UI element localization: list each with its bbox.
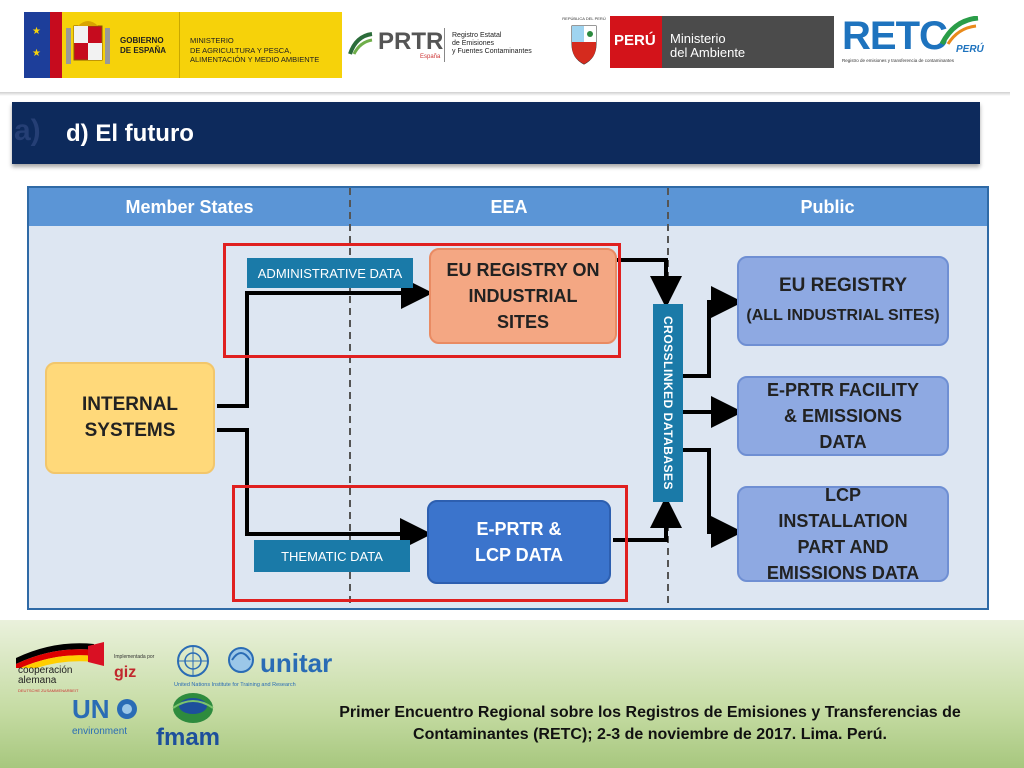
prtr-title: PRTR <box>378 28 444 55</box>
retc-desc: Registro de emisiones y transferencia de… <box>842 58 955 63</box>
del-ambiente-label: del Ambiente <box>670 45 746 60</box>
eu-registry-industrial-box: EU REGISTRY ON INDUSTRIAL SITES <box>429 248 617 344</box>
implementada-label: Implementada por <box>114 654 155 660</box>
highlight-eprtr-lcp <box>232 485 628 602</box>
internal-systems-box: INTERNAL SYSTEMS <box>45 362 215 474</box>
cooperacion-label: cooperación <box>18 665 73 676</box>
escudo-label: REPÚBLICA DEL PERÚ <box>562 16 606 21</box>
footer-event-text: Primer Encuentro Regional sobre los Regi… <box>290 702 1010 746</box>
footer-band <box>0 620 1024 768</box>
giz-logo: Implementada por giz <box>114 654 174 688</box>
germany-flag-icon <box>16 642 104 668</box>
title-ghost-letter: a) <box>14 114 41 147</box>
eu-stars-icon: ★ ★ <box>32 26 41 59</box>
highlight-eu-registry <box>223 243 621 358</box>
arrow-eu-registry-to-crosslinked <box>617 258 682 308</box>
ministerio-ambiente-label: Ministerio <box>670 31 726 46</box>
fmam-logo: fmam <box>156 690 232 752</box>
unitar-label: unitar <box>260 648 333 678</box>
eu-flag-icon: ★ ★ <box>24 12 50 78</box>
giz-label: giz <box>114 664 137 681</box>
arrow-internal-to-eu-registry <box>217 277 433 408</box>
retc-peru-logo: RETC PERÚ Registro de emisiones y transf… <box>840 14 990 70</box>
environment-label: environment <box>72 726 128 737</box>
fmam-globe-icon <box>172 693 214 723</box>
footer-text-line-2: Contaminantes (RETC); 2-3 de noviembre d… <box>413 726 887 743</box>
arrow-eprtr-to-crosslinked <box>613 496 682 542</box>
flow-connectors <box>217 188 743 608</box>
data-flow-diagram: Member States EEA Public INTERNAL SYSTEM… <box>27 186 989 610</box>
peru-label: PERÚ <box>614 32 656 49</box>
lcp-installation-box: LCP INSTALLATION PART AND EMISSIONS DATA <box>737 485 949 583</box>
column-header-member-states: Member States <box>29 188 350 226</box>
arrow-crosslinked-to-eu-registry <box>683 286 743 378</box>
prtr-desc-1: Registro Estatal <box>452 32 502 39</box>
unitar-logo: unitar United Nations Institute for Trai… <box>174 642 344 692</box>
un-environment-globe-icon <box>117 699 137 719</box>
footer-text-line-1: Primer Encuentro Regional sobre los Regi… <box>339 704 961 721</box>
page-title: d) El futuro <box>66 120 194 147</box>
eu-registry-title: EU REGISTRY <box>778 275 908 296</box>
eu-registry-public-box: EU REGISTRY (ALL INDUSTRIAL SITES) <box>737 256 949 346</box>
unitar-desc: United Nations Institute for Training an… <box>174 682 296 688</box>
peru-coat-of-arms-icon <box>571 25 597 65</box>
administrative-data-label: ADMINISTRATIVE DATA <box>247 258 413 288</box>
header-divider <box>0 92 1010 96</box>
ministerio-label-3: ALIMENTACIÓN Y MEDIO AMBIENTE <box>190 55 320 64</box>
prtr-swoosh-icon <box>348 32 373 55</box>
deutsche-label: DEUTSCHE ZUSAMMENARBEIT <box>18 688 79 693</box>
gobierno-label: GOBIERNO <box>120 36 164 45</box>
ministerio-label: MINISTERIO <box>190 36 234 45</box>
spain-flag-stripe <box>50 12 62 78</box>
prtr-desc-3: y Fuentes Contaminantes <box>452 48 532 55</box>
svg-text:★: ★ <box>32 26 41 37</box>
arrow-internal-to-eprtr <box>217 428 432 550</box>
prtr-espana-label: España <box>420 54 441 60</box>
retc-title: RETC <box>842 14 948 58</box>
un-environment-logo: UN environment <box>72 694 144 754</box>
retc-peru-label: PERÚ <box>956 44 984 55</box>
eprtr-facility-emissions-box: E-PRTR FACILITY & EMISSIONS DATA <box>737 376 949 456</box>
unitar-emblem-icon <box>228 647 254 673</box>
section-title-bar <box>12 102 980 164</box>
eprtr-lcp-data-box: E-PRTR & LCP DATA <box>427 500 611 584</box>
alemana-label: alemana <box>18 675 57 686</box>
crosslinked-databases-label: CROSSLINKED DATABASES <box>661 315 675 491</box>
arrow-crosslinked-to-lcp <box>683 448 743 548</box>
gobierno-espana-logo: ★ ★ GOBIERNO DE ESPAÑA MINISTERIO DE AGR… <box>24 12 342 78</box>
crosslinked-databases-bar: CROSSLINKED DATABASES <box>653 304 683 502</box>
svg-text:★: ★ <box>32 48 41 59</box>
column-header-public: Public <box>668 188 987 226</box>
ministerio-label-2: DE AGRICULTURA Y PESCA, <box>190 45 292 55</box>
un-emblem-icon <box>177 645 209 677</box>
un-label: UN <box>72 694 110 724</box>
peru-ministerio-ambiente-logo: PERÚ Ministerio del Ambiente <box>610 16 834 68</box>
de-espana-label: DE ESPAÑA <box>120 46 167 55</box>
eu-registry-subtitle: (ALL INDUSTRIAL SITES) <box>746 307 940 324</box>
thematic-data-label: THEMATIC DATA <box>254 540 410 572</box>
prtr-espana-logo: PRTR España Registro Estatal de Emisione… <box>348 26 538 66</box>
peru-escudo-logo: REPÚBLICA DEL PERÚ <box>562 16 606 68</box>
column-header-eea: EEA <box>350 188 668 226</box>
prtr-desc-2: de Emisiones <box>452 40 495 47</box>
cooperacion-alemana-logo: cooperación alemana DEUTSCHE ZUSAMMENARB… <box>14 640 106 693</box>
spain-coat-of-arms-icon <box>66 21 110 64</box>
fmam-label: fmam <box>156 724 221 751</box>
retc-swoosh-icon <box>940 16 979 46</box>
